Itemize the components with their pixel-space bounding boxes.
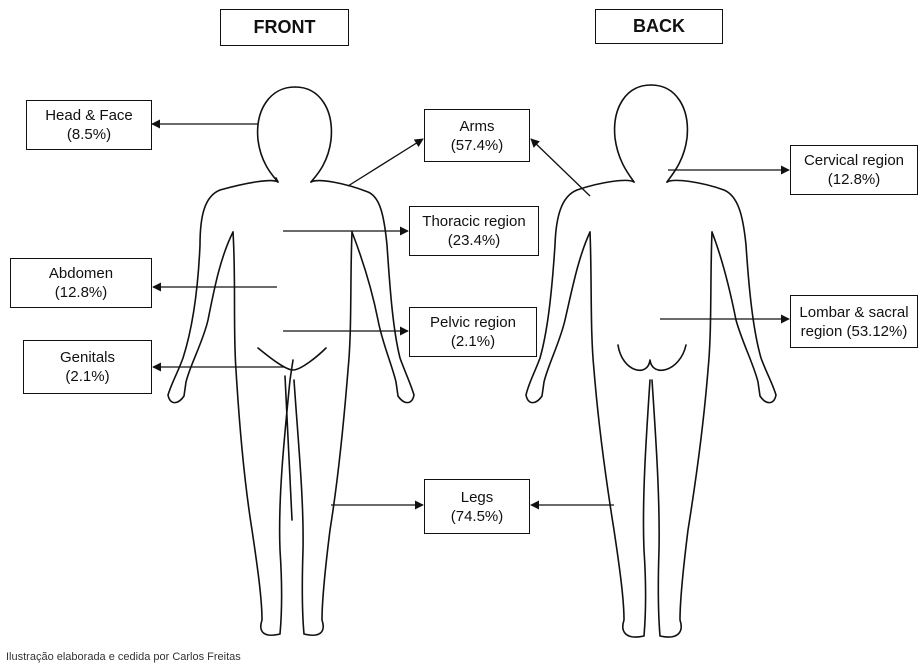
label-arms: Arms (57.4%) bbox=[424, 109, 530, 162]
lombar-name: Lombar & sacral bbox=[799, 303, 908, 322]
arms-name: Arms bbox=[460, 117, 495, 136]
cervical-pct: (12.8%) bbox=[828, 170, 881, 189]
illustration-credit: Ilustração elaborada e cedida por Carlos… bbox=[6, 651, 241, 663]
label-thoracic: Thoracic region (23.4%) bbox=[409, 206, 539, 256]
back-header: BACK bbox=[595, 9, 723, 44]
label-legs: Legs (74.5%) bbox=[424, 479, 530, 534]
front-label: FRONT bbox=[254, 18, 316, 37]
genitals-pct: (2.1%) bbox=[65, 367, 109, 386]
cervical-name: Cervical region bbox=[804, 151, 904, 170]
label-genitals: Genitals (2.1%) bbox=[23, 340, 152, 394]
abdomen-pct: (12.8%) bbox=[55, 283, 108, 302]
legs-name: Legs bbox=[461, 488, 494, 507]
legs-pct: (74.5%) bbox=[451, 507, 504, 526]
back-label: BACK bbox=[633, 17, 685, 36]
back-body-figure bbox=[526, 85, 776, 637]
arms-pct: (57.4%) bbox=[451, 136, 504, 155]
front-body-figure bbox=[168, 87, 414, 635]
pelvic-pct: (2.1%) bbox=[451, 332, 495, 351]
head-name: Head & Face bbox=[45, 106, 133, 125]
thoracic-pct: (23.4%) bbox=[448, 231, 501, 250]
thoracic-name: Thoracic region bbox=[422, 212, 525, 231]
genitals-name: Genitals bbox=[60, 348, 115, 367]
head-pct: (8.5%) bbox=[67, 125, 111, 144]
label-pelvic: Pelvic region (2.1%) bbox=[409, 307, 537, 357]
label-head-face: Head & Face (8.5%) bbox=[26, 100, 152, 150]
front-header: FRONT bbox=[220, 9, 349, 46]
pelvic-name: Pelvic region bbox=[430, 313, 516, 332]
lombar-pct: region (53.12%) bbox=[801, 322, 908, 341]
label-cervical: Cervical region (12.8%) bbox=[790, 145, 918, 195]
label-abdomen: Abdomen (12.8%) bbox=[10, 258, 152, 308]
abdomen-name: Abdomen bbox=[49, 264, 113, 283]
label-lombar-sacral: Lombar & sacral region (53.12%) bbox=[790, 295, 918, 348]
